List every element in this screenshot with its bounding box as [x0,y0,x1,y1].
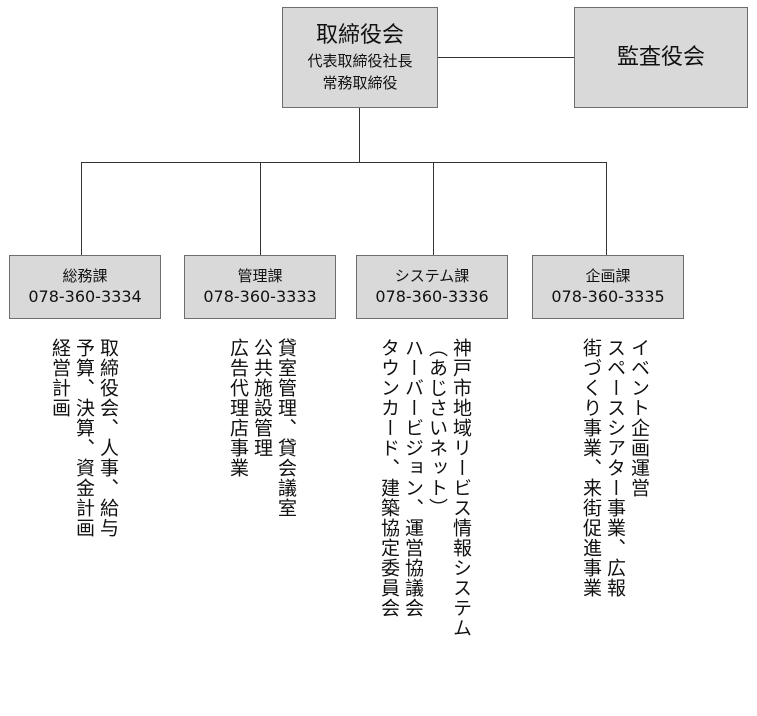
dept-box-kikaku: 企画課 078-360-3335 [532,255,684,319]
dept-name: 管理課 [237,267,283,285]
branch-drop-soumu [81,162,82,255]
dept-name: 企画課 [585,267,631,285]
duty-line: （あじさいネット） [426,338,448,518]
dept-box-kanri: 管理課 078-360-3333 [184,255,336,319]
duty-line: 街づくり事業、来街促進事業 [580,338,602,598]
duties-system: 神戸市地域リービス情報システム （あじさいネット） ハーバービジョン、運営協議会… [377,338,473,638]
duties-kikaku: イベント企画運営 スペースシアター事業、広報 街づくり事業、来街促進事業 [579,338,651,598]
duty-line: イベント企画運営 [628,338,650,498]
duty-line: 広告代理店事業 [227,338,249,478]
duty-line: 神戸市地域リービス情報システム [450,338,472,638]
duty-line: ハーバービジョン、運営協議会 [402,338,424,618]
board-down-connector [359,108,360,163]
audit-title: 監査役会 [616,44,705,70]
duty-line: 貸室管理、貸会議室 [275,338,297,518]
dept-box-soumu: 総務課 078-360-3334 [9,255,161,319]
branch-drop-system [433,162,434,255]
board-title: 取締役会 [315,22,404,48]
duties-kanri: 貸室管理、貸会議室 公共施設管理 広告代理店事業 [226,338,298,518]
duty-line: タウンカード、建築協定委員会 [378,338,400,618]
dept-phone: 078-360-3334 [28,287,142,306]
duty-line: 公共施設管理 [251,338,273,458]
dept-name: システム課 [394,267,470,285]
duties-soumu: 取締役会、人事、給与 予算、決算、資金計画 経営計画 [48,338,120,538]
duty-line: 予算、決算、資金計画 [73,338,95,538]
branch-drop-kanri [260,162,261,255]
branch-horizontal-connector [81,162,607,163]
audit-box: 監査役会 [574,7,748,108]
dept-phone: 078-360-3335 [551,287,665,306]
board-audit-connector [438,57,574,58]
board-line-managing-director: 常務取締役 [322,73,398,92]
duty-line: 経営計画 [49,338,71,418]
dept-name: 総務課 [62,267,108,285]
branch-drop-kikaku [606,162,607,255]
dept-box-system: システム課 078-360-3336 [356,255,508,319]
dept-phone: 078-360-3336 [375,287,489,306]
dept-phone: 078-360-3333 [203,287,317,306]
duty-line: 取締役会、人事、給与 [97,338,119,538]
board-box: 取締役会 代表取締役社長 常務取締役 [282,7,438,108]
duty-line: スペースシアター事業、広報 [604,338,626,598]
board-line-president: 代表取締役社長 [307,51,413,70]
